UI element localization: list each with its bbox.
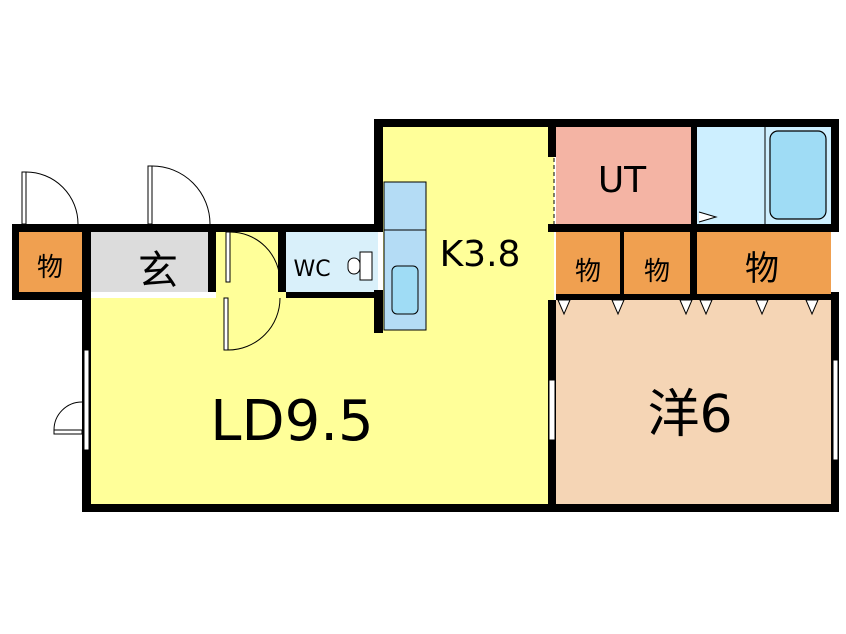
storage-3 — [697, 232, 831, 294]
bathtub — [769, 130, 827, 220]
western-room-label: 洋6 — [647, 385, 732, 445]
genkan-room — [91, 232, 216, 292]
storage-1-label: 物 — [575, 257, 601, 287]
ld-label: LD9.5 — [210, 389, 373, 454]
storage-3-label: 物 — [745, 249, 779, 289]
storage-left-label: 物 — [37, 253, 63, 283]
ld-room — [88, 298, 554, 506]
toilet-icon — [347, 251, 373, 281]
wc-label: WC — [293, 257, 330, 282]
storage-1 — [556, 232, 620, 294]
storage-2-label: 物 — [644, 257, 670, 287]
storage-2 — [624, 232, 690, 294]
genkan-label: 玄 — [138, 248, 178, 294]
kitchen-label: K3.8 — [440, 234, 521, 275]
storage-left — [18, 232, 82, 292]
western-room — [554, 300, 834, 506]
ut-label: UT — [598, 160, 647, 201]
kitchen-sink — [391, 265, 419, 315]
ut-room — [556, 127, 691, 224]
